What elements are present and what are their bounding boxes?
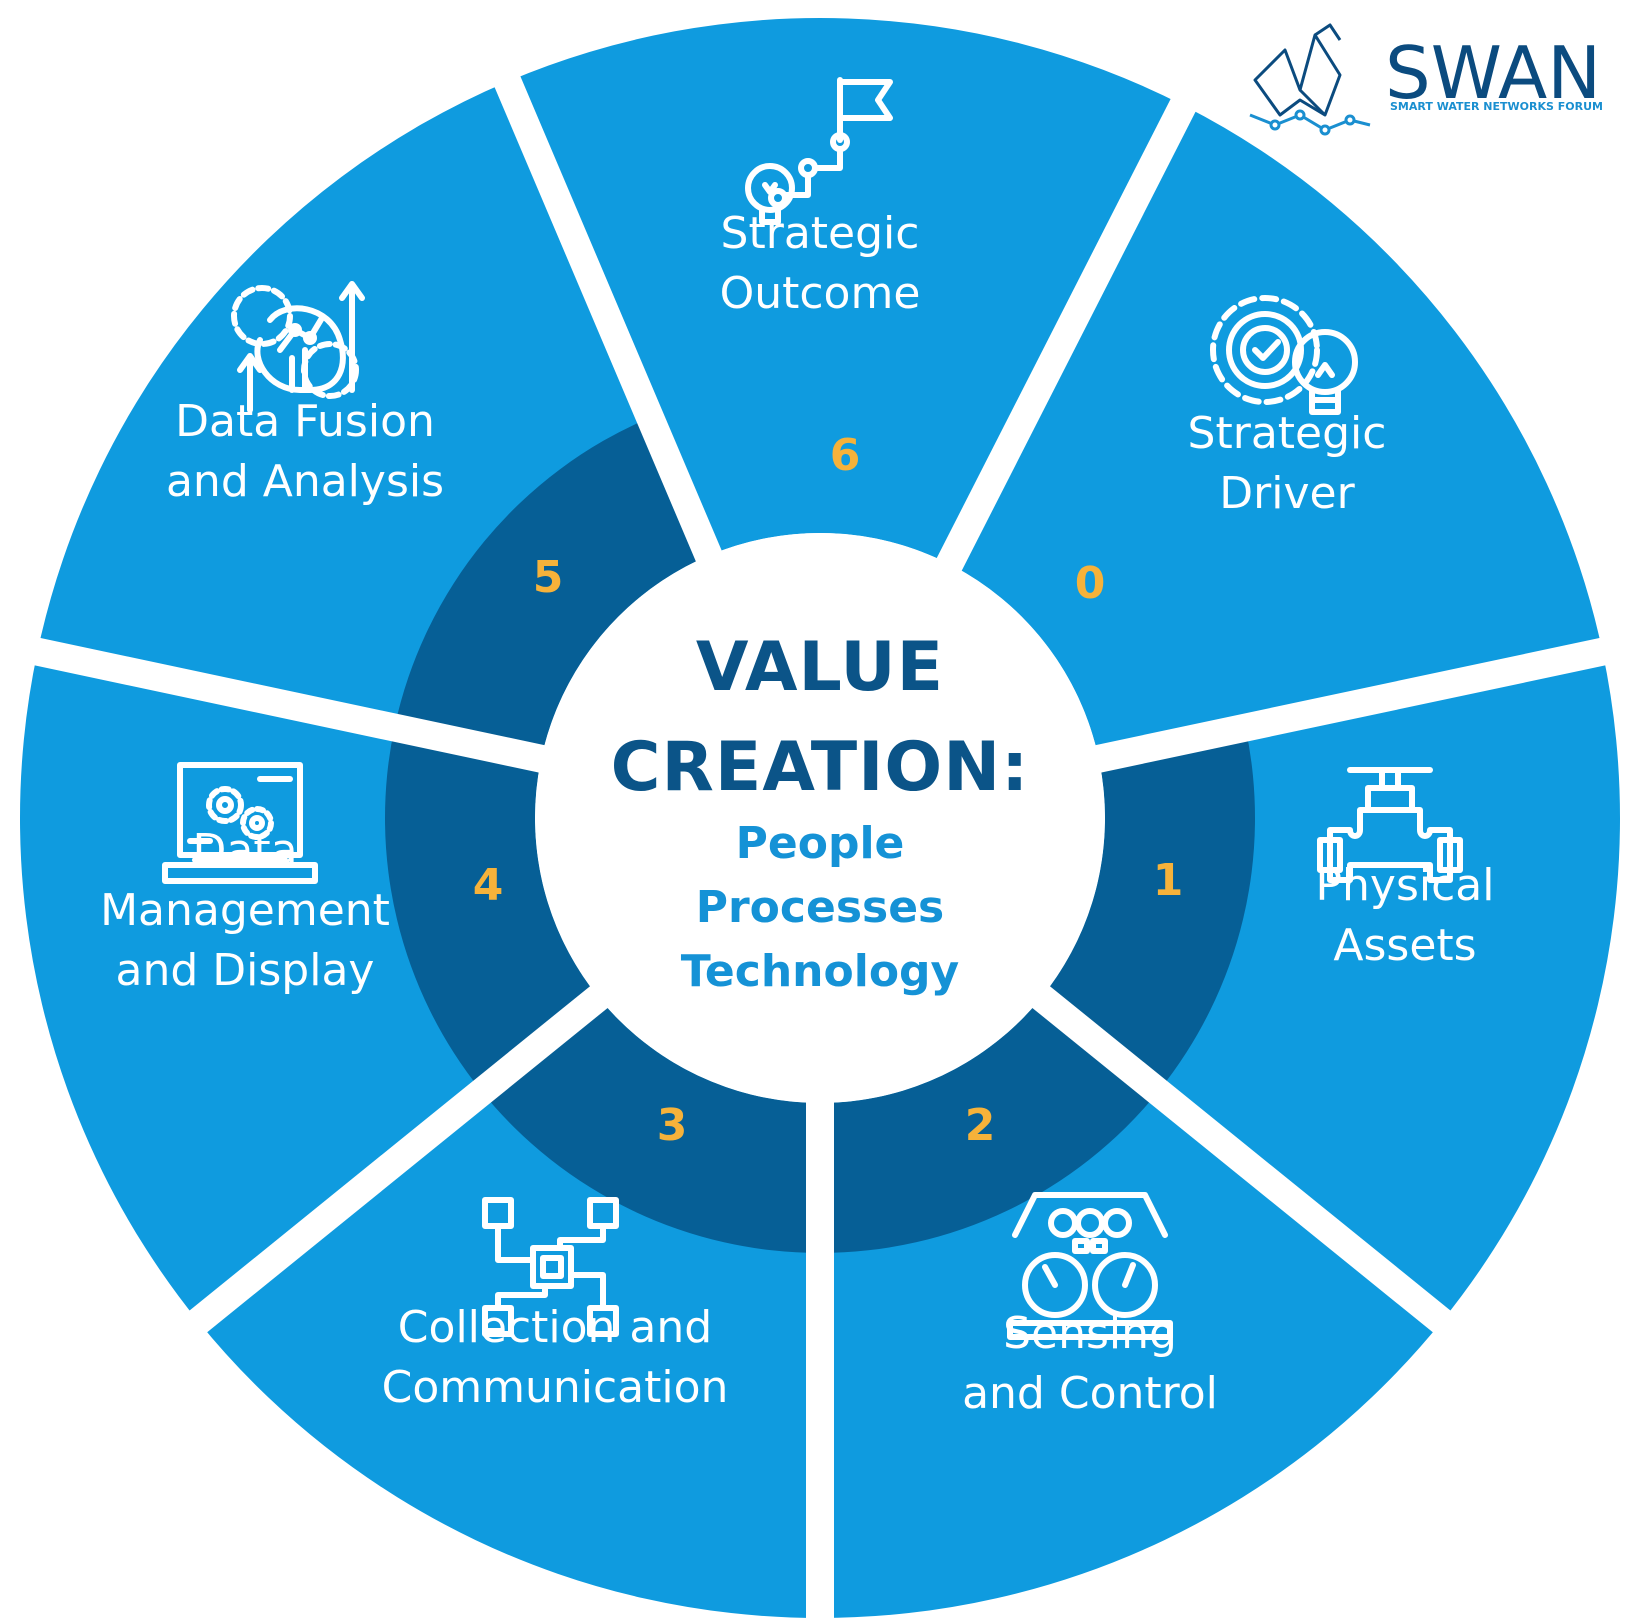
center-sub-technology: Technology [681,946,959,997]
swan-logo-tagline: SMART WATER NETWORKS FORUM [1390,100,1603,113]
inner-ring-segment-4 [385,727,599,1092]
segment-number-2: 2 [965,1100,996,1151]
flag-roadmap-icon [745,77,893,225]
center-sub-people: People [736,818,905,869]
segment-label-5-line-1: Data Fusion [175,396,435,447]
segment-label-5-line-2: and Analysis [166,456,444,507]
gear-lightbulb-icon [1210,295,1358,415]
segment-label-1-line-2: Assets [1333,920,1476,971]
segment-number-3: 3 [657,1100,688,1151]
segment-label-2-line-1: Sensing [1003,1308,1177,1359]
segment-divider-3 [1090,635,1616,774]
swan-logo-text: SWAN [1385,31,1601,115]
inner-ring-segment-1 [1041,727,1256,1092]
swan-logo: SWAN SMART WATER NETWORKS FORUM [1249,23,1603,136]
center-title-line2: CREATION: [611,728,1030,807]
segment-label-6-line-1: Strategic [721,208,920,259]
segment-label-1-line-1: Physical [1316,860,1495,911]
segment-label-4-line-3: and Display [116,945,375,996]
segment-label-3-line-1: Collection and [398,1302,712,1353]
inner-ring-segment-3 [481,997,820,1253]
segment-divider-7 [24,635,550,774]
circuit-chip-icon [482,1197,619,1337]
segment-label-4-line-2: Management [100,885,390,936]
center-disc [535,533,1105,1103]
segment-number-0: 0 [1075,558,1106,609]
segment-label-0-line-2: Driver [1219,468,1355,519]
segment-number-4: 4 [473,860,504,911]
segment-number-5: 5 [533,552,564,603]
segment-divider-4 [1028,983,1459,1339]
segment-number-1: 1 [1153,855,1184,906]
swan-bird-icon [1249,23,1371,136]
center-sub-processes: Processes [696,882,945,933]
center-title-line1: VALUE [696,628,944,707]
laptop-gears-icon [162,762,318,884]
segment-divider-2 [934,89,1201,575]
segment-divider-1 [490,66,724,566]
segment-divider-6 [181,983,612,1339]
segment-label-0-line-1: Strategic [1188,408,1387,459]
segment-number-6: 6 [830,430,861,481]
pipe-valve-icon [1317,767,1463,883]
gauge-panel-icon [1007,1192,1173,1340]
segment-label-3-line-2: Communication [382,1362,729,1413]
inner-ring-segment-2 [820,997,1159,1253]
segment-label-6-line-2: Outcome [720,268,921,319]
segment-label-2-line-2: and Control [962,1368,1218,1419]
inner-ring-segment-5 [394,417,709,759]
segment-dividers [24,66,1616,1621]
head-analytics-icon [231,281,365,413]
